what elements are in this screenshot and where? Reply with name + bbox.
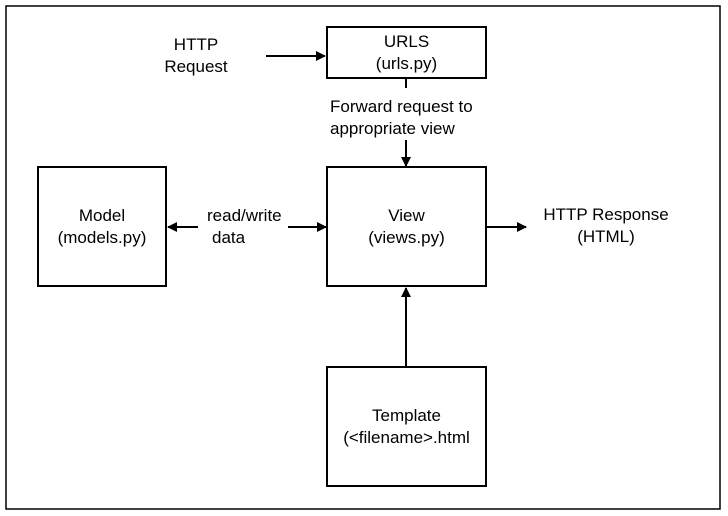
http-request-line1: HTTP	[173, 35, 219, 54]
template-box: Template (<filename>.html	[326, 366, 487, 487]
http-response-label: HTTP Response (HTML)	[531, 204, 681, 248]
diagram-border	[5, 5, 721, 510]
http-request-label: HTTP Request	[146, 34, 246, 78]
http-response-line1: HTTP Response	[543, 205, 669, 224]
view-title: View	[388, 205, 425, 225]
http-request-line2: Request	[164, 57, 228, 76]
read-write-label: read/write data	[207, 205, 282, 249]
model-title: Model	[78, 205, 126, 225]
view-box: View (views.py)	[326, 166, 487, 287]
view-file: (views.py)	[368, 227, 445, 247]
http-response-line2: (HTML)	[577, 227, 635, 246]
model-box: Model (models.py)	[37, 166, 167, 287]
read-write-line1: read/write	[207, 206, 282, 225]
forward-request-line1: Forward request to	[330, 97, 473, 116]
forward-request-line2: appropriate view	[330, 119, 455, 138]
forward-request-label: Forward request to appropriate view	[330, 96, 473, 140]
model-file: (models.py)	[57, 227, 147, 247]
read-write-line2: data	[212, 228, 246, 247]
urls-box: URLS (urls.py)	[326, 26, 487, 79]
urls-file: (urls.py)	[375, 53, 438, 73]
urls-title: URLS	[383, 31, 430, 51]
template-file: (<filename>.html	[343, 427, 470, 447]
template-title: Template	[372, 405, 441, 425]
